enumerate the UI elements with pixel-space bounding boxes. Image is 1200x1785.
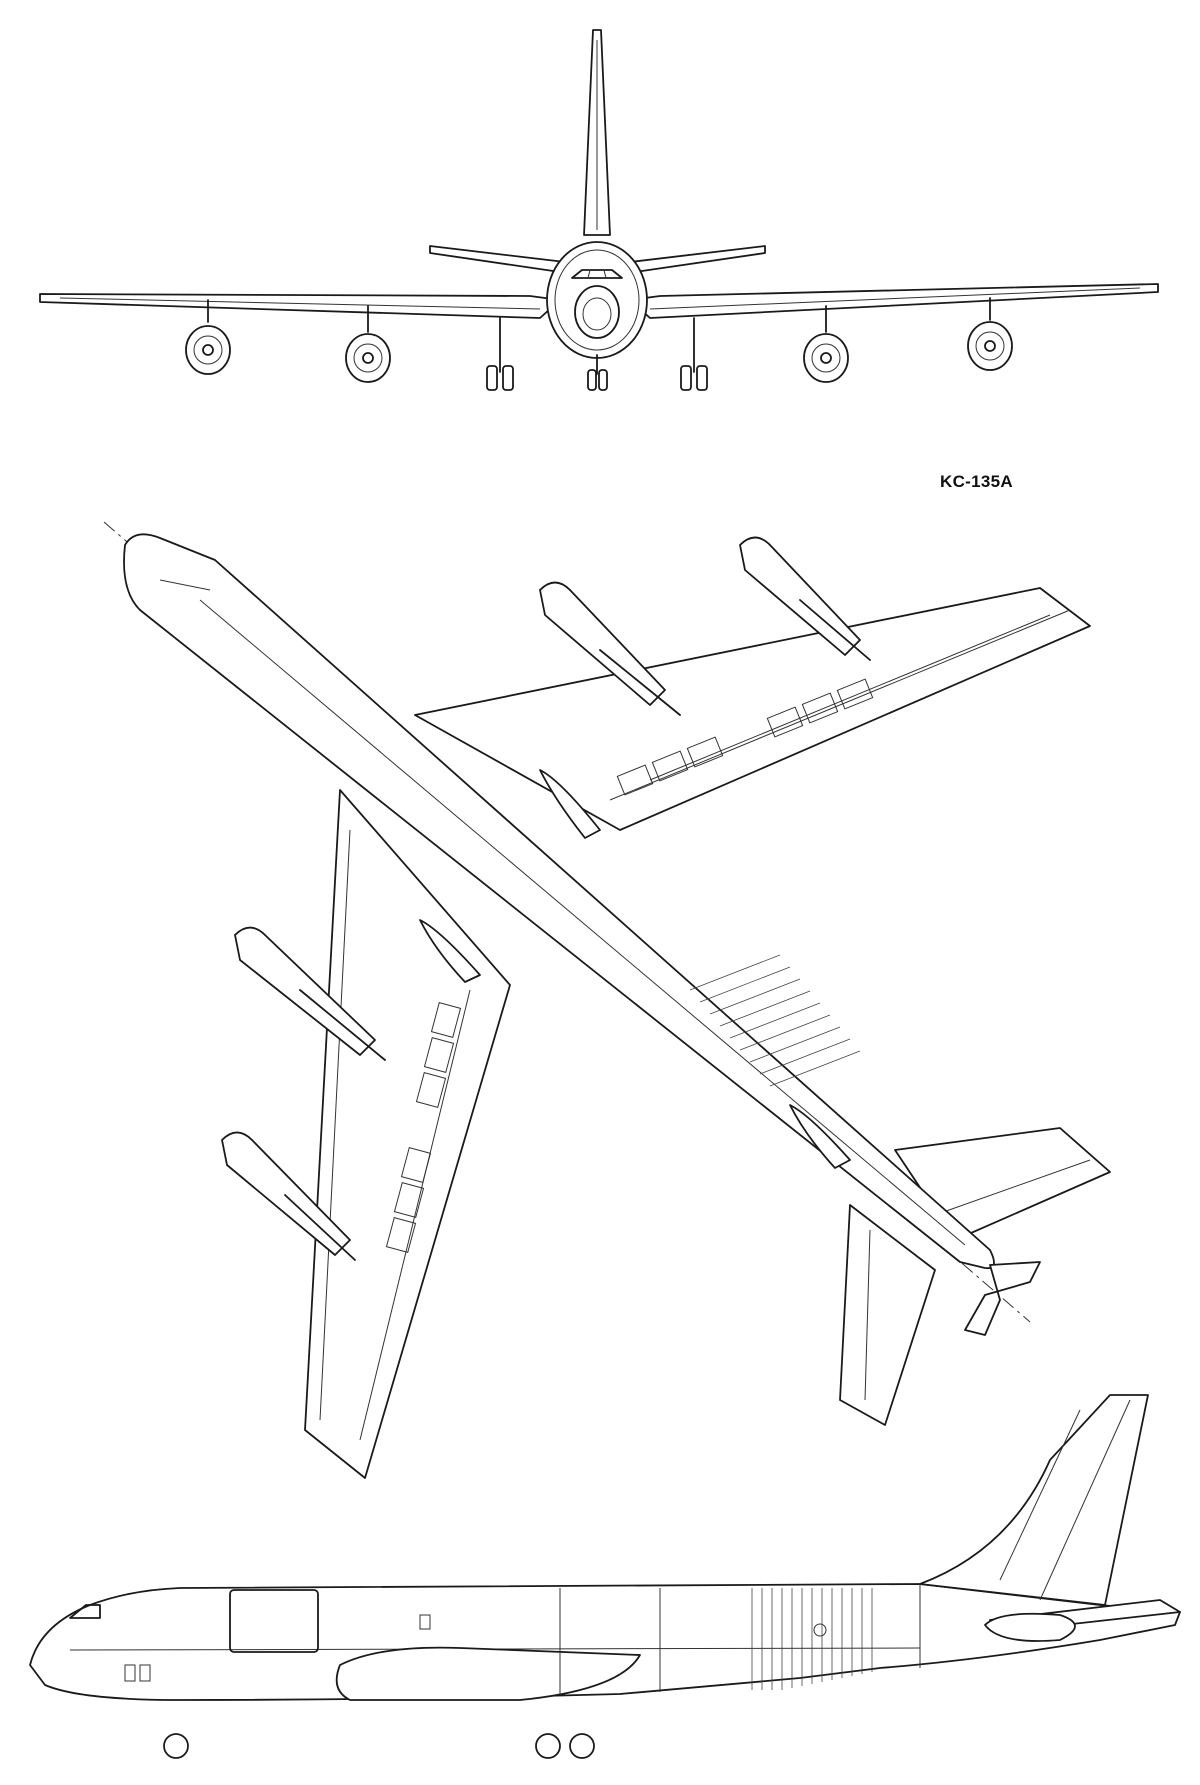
side-view-vertical-tail [919,1394,1149,1606]
top-view-upper-wing-flaps [616,678,874,796]
front-view-right-wing [629,283,1159,319]
top-view-engine-4 [221,1131,356,1261]
front-view-right-stabilizer [629,245,766,273]
top-view-refueling-boom [964,1261,1041,1336]
side-view-cockpit-windows [69,1604,101,1619]
top-view-lower-wing-flaps [385,1002,462,1253]
front-view-nose-radome [574,285,620,339]
side-view-engine-pod [984,1612,1076,1642]
front-view-engine-outer-right [967,297,1013,371]
top-view-upper-wing [414,587,1091,831]
side-view-cargo-door [229,1589,319,1653]
top-view-engine-3 [234,926,386,1061]
front-view [39,29,1159,391]
top-view-hatched-panel [689,954,861,1087]
top-view-lower-wing [304,789,511,1479]
front-view-left-stabilizer [429,245,566,273]
side-view-hatched-panel [751,1588,873,1690]
top-view-engine-1 [539,581,681,716]
aircraft-designation-label: KC-135A [940,472,1013,491]
side-view-landing-gear [163,1733,595,1759]
front-view-engine-inner-left [345,305,391,383]
front-view-engine-inner-right [803,305,849,383]
front-view-landing-gear [486,317,708,391]
front-view-left-wing [39,293,561,319]
side-view [29,1394,1181,1759]
front-view-engine-outer-left [185,299,231,375]
side-view-wing-fairing [335,1646,641,1701]
top-view [103,521,1111,1479]
top-view-lower-stabilizer [839,1204,936,1426]
top-view-engine-2 [739,536,871,661]
